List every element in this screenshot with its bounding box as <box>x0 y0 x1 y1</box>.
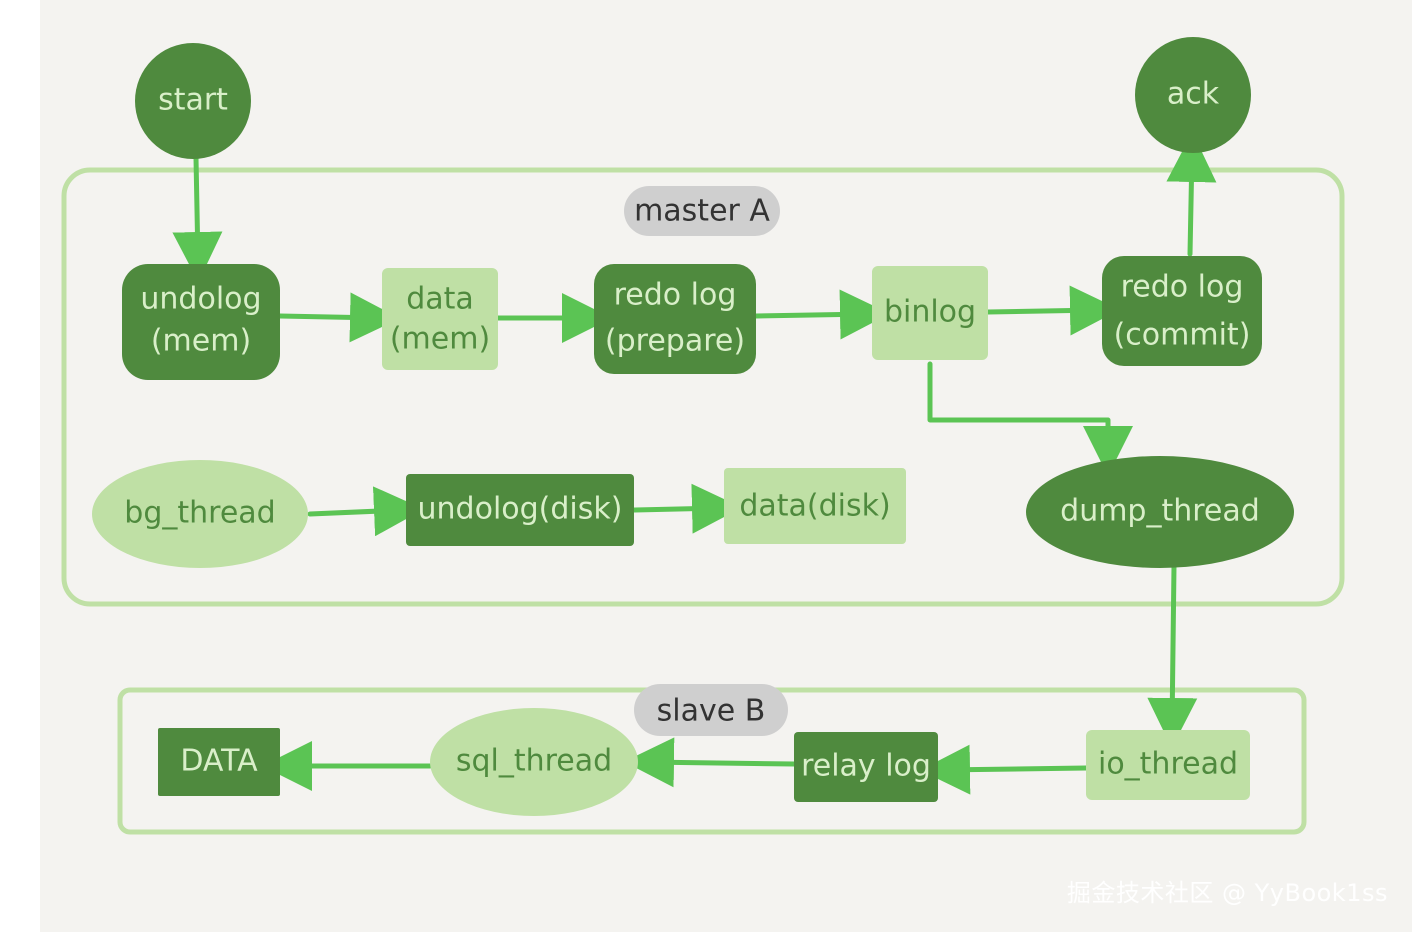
arrow-undolog-disk-data-disk <box>631 483 742 534</box>
node-data-mem: data (mem) <box>382 268 498 370</box>
svg-text:relay log: relay log <box>801 749 931 784</box>
node-undolog-mem: undolog (mem) <box>122 264 280 380</box>
svg-text:ack: ack <box>1167 77 1220 112</box>
svg-text:redo log: redo log <box>614 278 737 313</box>
node-sql-thread: sql_thread <box>430 708 638 816</box>
svg-text:undolog: undolog <box>140 282 261 317</box>
svg-text:(prepare): (prepare) <box>605 324 745 359</box>
node-dump-thread: dump_thread <box>1026 456 1294 568</box>
node-redo-log-prepare: redo log (prepare) <box>594 264 756 374</box>
node-data-disk: data(disk) <box>724 468 906 544</box>
slave-label: slave B <box>634 684 788 736</box>
arrow-dump-thread-io-thread <box>1147 563 1198 748</box>
arrow-start-undolog-mem <box>172 155 223 282</box>
svg-text:undolog(disk): undolog(disk) <box>418 492 623 527</box>
master-label: master A <box>624 186 780 236</box>
svg-text:binlog: binlog <box>884 295 976 330</box>
master-frame <box>61 167 1345 607</box>
arrow-relay-log-sql-thread <box>624 737 797 788</box>
node-binlog: binlog <box>872 266 988 360</box>
svg-text:master A: master A <box>634 194 770 229</box>
arrow-bg-thread-undolog-disk <box>307 486 424 537</box>
arrow-redo-prepare-binlog <box>753 289 890 340</box>
svg-text:dump_thread: dump_thread <box>1060 494 1260 529</box>
arrow-redo-commit-ack <box>1166 132 1217 257</box>
node-bg-thread: bg_thread <box>92 460 308 568</box>
node-relay-log: relay log <box>794 732 938 802</box>
watermark: 掘金技术社区 @ YyBook1ss <box>1066 879 1388 907</box>
svg-text:DATA: DATA <box>180 744 258 779</box>
svg-text:sql_thread: sql_thread <box>456 744 612 779</box>
arrows <box>172 132 1217 795</box>
arrow-binlog-dump-thread <box>927 361 1133 476</box>
node-DATA: DATA <box>158 728 280 796</box>
node-redo-log-commit: redo log (commit) <box>1102 256 1262 366</box>
svg-text:(mem): (mem) <box>151 324 251 359</box>
node-io-thread: io_thread <box>1086 730 1250 800</box>
svg-text:slave B: slave B <box>657 694 766 729</box>
svg-text:start: start <box>158 83 228 118</box>
svg-text:data(disk): data(disk) <box>739 489 890 524</box>
arrow-binlog-redo-commit <box>985 285 1120 336</box>
arrow-undolog-mem-data-mem <box>277 292 400 343</box>
svg-text:data: data <box>406 282 474 317</box>
node-ack: ack <box>1135 37 1251 153</box>
svg-text:(mem): (mem) <box>390 322 490 357</box>
node-start: start <box>135 43 251 159</box>
svg-text:bg_thread: bg_thread <box>124 496 275 531</box>
svg-text:io_thread: io_thread <box>1098 747 1238 782</box>
svg-text:redo log: redo log <box>1121 270 1244 305</box>
node-undolog-disk: undolog(disk) <box>406 474 634 546</box>
svg-text:(commit): (commit) <box>1114 318 1251 353</box>
arrow-io-thread-relay-log <box>920 744 1089 795</box>
